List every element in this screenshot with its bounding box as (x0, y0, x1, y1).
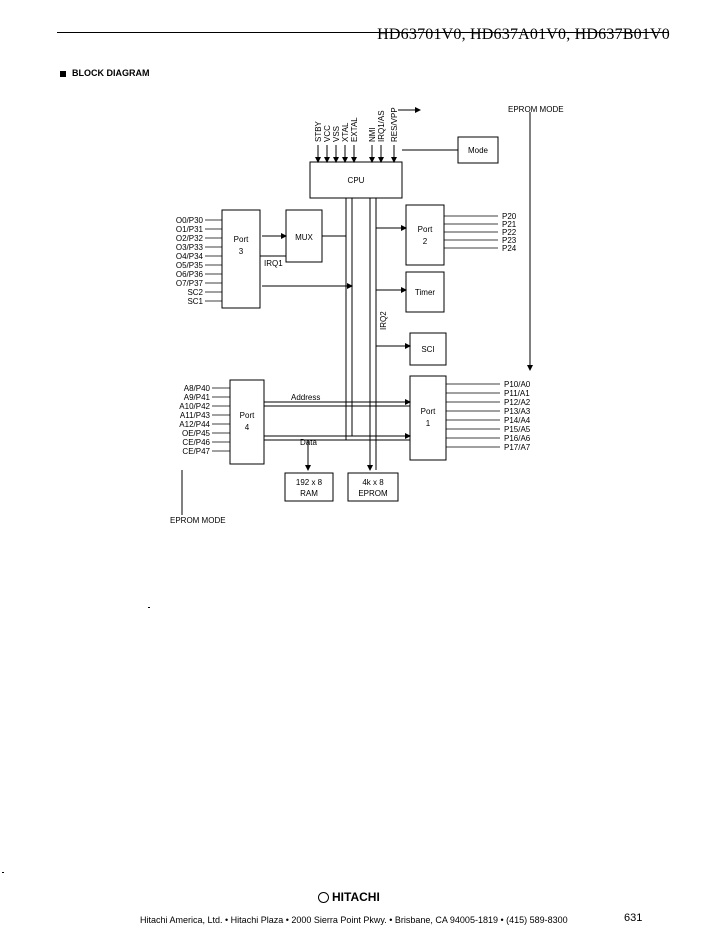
port3-label-line2: 3 (239, 247, 244, 256)
address-bus-label: Address (291, 393, 320, 402)
port3-pin: O1/P31 (176, 225, 204, 234)
port1-pin: P14/A4 (504, 416, 531, 425)
port1-pin: P10/A0 (504, 380, 531, 389)
mux-block (285, 209, 323, 263)
port4-pin: OE/P45 (182, 429, 211, 438)
sci-label: SCI (421, 345, 434, 354)
section-title-text: BLOCK DIAGRAM (72, 68, 150, 78)
signal-extal: EXTAL (350, 117, 359, 142)
port4-pin: A8/P40 (184, 384, 211, 393)
port2-pin: P24 (502, 244, 517, 253)
port3-label-line1: Port (234, 235, 249, 244)
port3-pin: O7/P37 (176, 279, 204, 288)
port3-pin: O3/P33 (176, 243, 204, 252)
stray-mark (148, 607, 150, 608)
timer-block (405, 271, 445, 313)
port3-pin: SC1 (187, 297, 203, 306)
port2-pin: P20 (502, 212, 517, 221)
port3-pin: O0/P30 (176, 216, 204, 225)
port4-pin: A10/P42 (179, 402, 210, 411)
ram-label-line2: RAM (300, 489, 318, 498)
port4-pin: CE/P47 (182, 447, 210, 456)
port1-pin: P15/A5 (504, 425, 531, 434)
signal-nmi: NMI (368, 127, 377, 142)
port2-pin: P23 (502, 236, 517, 245)
eprom-label-line2: EPROM (358, 489, 388, 498)
ram-block (284, 472, 334, 502)
data-bus-label: Data (300, 438, 317, 447)
header-rule (57, 32, 669, 33)
hitachi-logo-icon (318, 892, 329, 903)
port2-pin: P21 (502, 220, 517, 229)
eprom-label-line1: 4k x 8 (362, 478, 384, 487)
port2-label-line1: Port (418, 225, 433, 234)
port3-pin: O2/P32 (176, 234, 204, 243)
irq1-mux-label: IRQ1 (264, 259, 283, 268)
signal-vcc: VCC (323, 125, 332, 142)
stray-mark (2, 872, 4, 873)
footer-address: Hitachi America, Ltd. • Hitachi Plaza • … (140, 915, 568, 925)
port4-pin: A11/P43 (180, 411, 211, 420)
port1-pin: P16/A6 (504, 434, 531, 443)
port3-pin: O5/P35 (176, 261, 204, 270)
cpu-label: CPU (348, 176, 365, 185)
port1-pin: P13/A3 (504, 407, 531, 416)
irq2-label: IRQ2 (379, 311, 388, 330)
port1-label-line2: 1 (426, 419, 431, 428)
port4-pin: A12/P44 (179, 420, 210, 429)
port2-block (405, 204, 445, 266)
port3-pin: SC2 (187, 288, 203, 297)
mux-label: MUX (295, 233, 313, 242)
signal-res-vpp: RES/VPP (390, 107, 399, 142)
bullet-square-icon (60, 70, 66, 77)
port4-label-line2: 4 (245, 423, 250, 432)
eprom-block (347, 472, 399, 502)
port2-label-line2: 2 (423, 237, 428, 246)
document-title: HD63701V0, HD637A01V0, HD637B01V0 (377, 26, 670, 43)
port1-label-line1: Port (421, 407, 436, 416)
section-title: BLOCK DIAGRAM (60, 68, 150, 78)
mode-label: Mode (468, 146, 489, 155)
eprom-mode-bottom-label: EPROM MODE (170, 516, 226, 525)
port1-block (409, 375, 447, 461)
ram-label-line1: 192 x 8 (296, 478, 323, 487)
port4-block (229, 379, 265, 465)
port3-pin: O4/P34 (176, 252, 204, 261)
port4-pin: CE/P46 (182, 438, 210, 447)
eprom-mode-top-label: EPROM MODE (508, 105, 564, 114)
port1-pin: P12/A2 (504, 398, 531, 407)
signal-stby: STBY (314, 120, 323, 142)
port4-label-line1: Port (240, 411, 255, 420)
sci-block (409, 332, 447, 366)
port1-pin: P17/A7 (504, 443, 531, 452)
signal-irq1-as: IRQ1/AS (377, 110, 386, 142)
page-number: 631 (624, 912, 643, 924)
port3-pin: O6/P36 (176, 270, 204, 279)
hitachi-logo-text: HITACHI (332, 890, 380, 904)
signal-xtal: XTAL (341, 122, 350, 142)
cpu-block (309, 161, 403, 199)
signal-vss: VSS (332, 126, 341, 142)
timer-label: Timer (415, 288, 435, 297)
port2-pin: P22 (502, 228, 517, 237)
port4-pin: A9/P41 (184, 393, 211, 402)
port1-pin: P11/A1 (504, 389, 530, 398)
hitachi-logo: HITACHI (318, 890, 380, 904)
port3-block (221, 209, 261, 309)
